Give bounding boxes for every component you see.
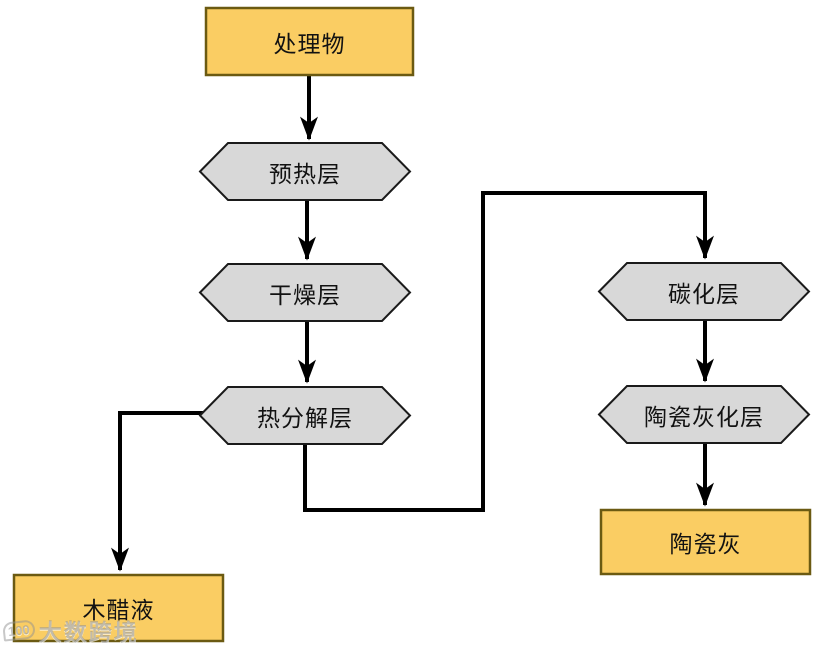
edge-pyrolysis-layer-to-wood-vinegar (111, 411, 205, 572)
node-shape-drying-layer (198, 263, 412, 322)
node-shape-carbonization-layer (597, 262, 811, 321)
node-shape-wood-vinegar (12, 573, 225, 643)
node-shape-pyrolysis-layer (198, 386, 412, 445)
edge-pyrolysis-layer-to-carbonization-layer (303, 191, 714, 512)
node-shape-ceramic-ash (599, 508, 812, 576)
node-shape-preheat-layer (198, 142, 412, 201)
node-shape-treated-material (204, 6, 415, 77)
node-shape-ceramic-ashing-layer (597, 385, 811, 444)
